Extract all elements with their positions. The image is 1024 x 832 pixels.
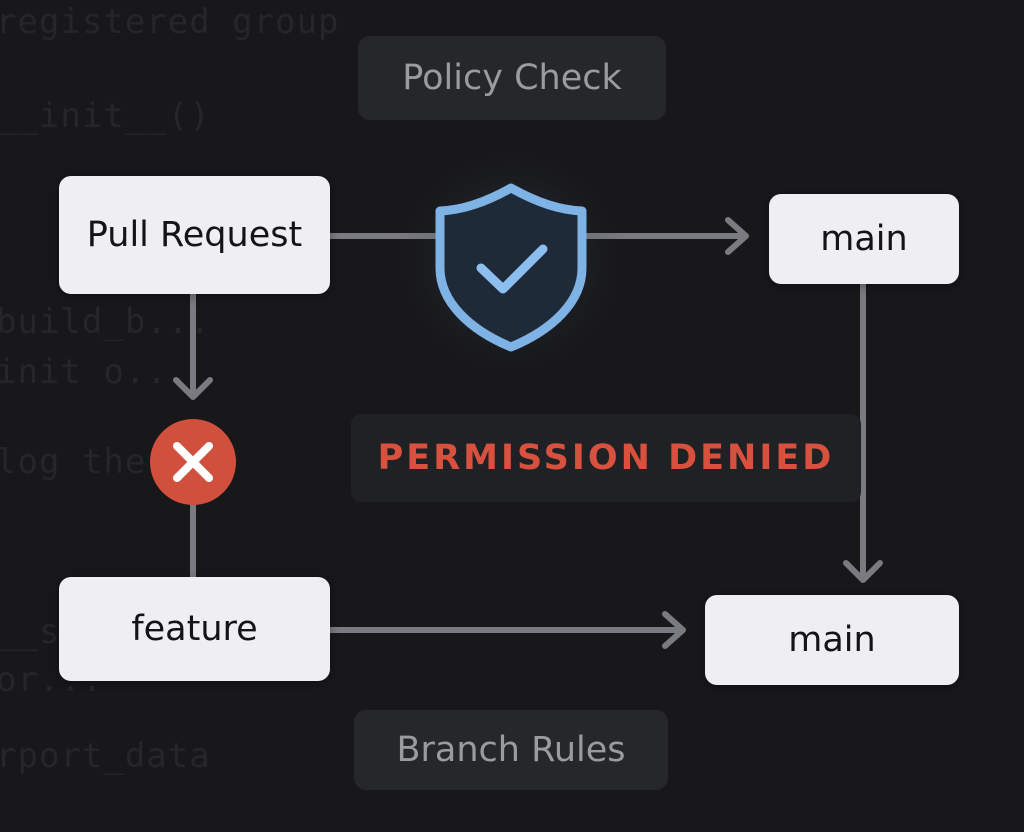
- background-code-line: init o...: [0, 352, 190, 392]
- background-code-line: rport_data: [0, 736, 211, 776]
- shield-check-icon: [435, 183, 587, 352]
- main-branch-node-top[interactable]: main: [769, 194, 959, 284]
- pull-request-node[interactable]: Pull Request: [59, 176, 330, 294]
- arrowhead-right: [725, 217, 749, 255]
- background-code-line: registered group: [0, 2, 340, 42]
- x-circle-icon: [150, 419, 236, 505]
- arrowhead-down: [173, 377, 213, 400]
- main-branch-node-bottom[interactable]: main: [705, 595, 959, 685]
- branch-rules-badge: Branch Rules: [354, 710, 668, 790]
- arrowhead-down: [843, 560, 883, 583]
- arrowhead-right: [662, 611, 686, 649]
- policy-check-badge: Policy Check: [358, 36, 666, 120]
- feature-branch-node[interactable]: feature: [59, 577, 330, 681]
- background-code-line: __init__(): [0, 96, 211, 136]
- background-code-line: build_b...: [0, 302, 211, 342]
- permission-denied-banner: PERMISSION DENIED: [351, 414, 861, 502]
